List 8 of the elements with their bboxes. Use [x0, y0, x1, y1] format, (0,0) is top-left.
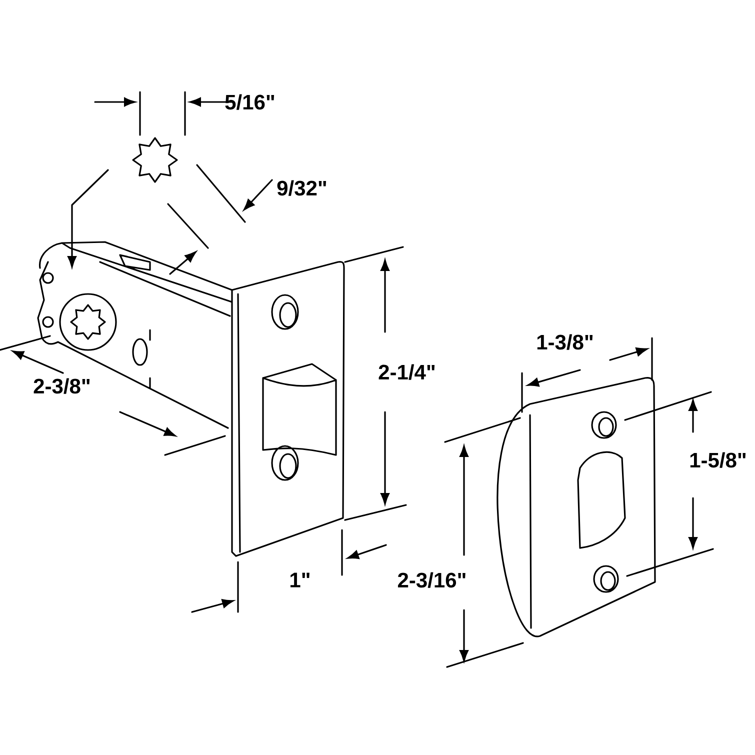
dimension-label: 2-3/16" — [398, 572, 466, 588]
dimension-label: 5/16" — [225, 94, 274, 110]
dimension-label: 1" — [290, 572, 310, 588]
dimension-label: 9/32" — [277, 180, 326, 196]
dimension-label: 1-3/8" — [537, 334, 593, 350]
dimension-label: 1-5/8" — [690, 452, 746, 468]
dimension-label: 2-3/8" — [34, 378, 90, 394]
dimension-label: 2-1/4" — [378, 364, 435, 380]
